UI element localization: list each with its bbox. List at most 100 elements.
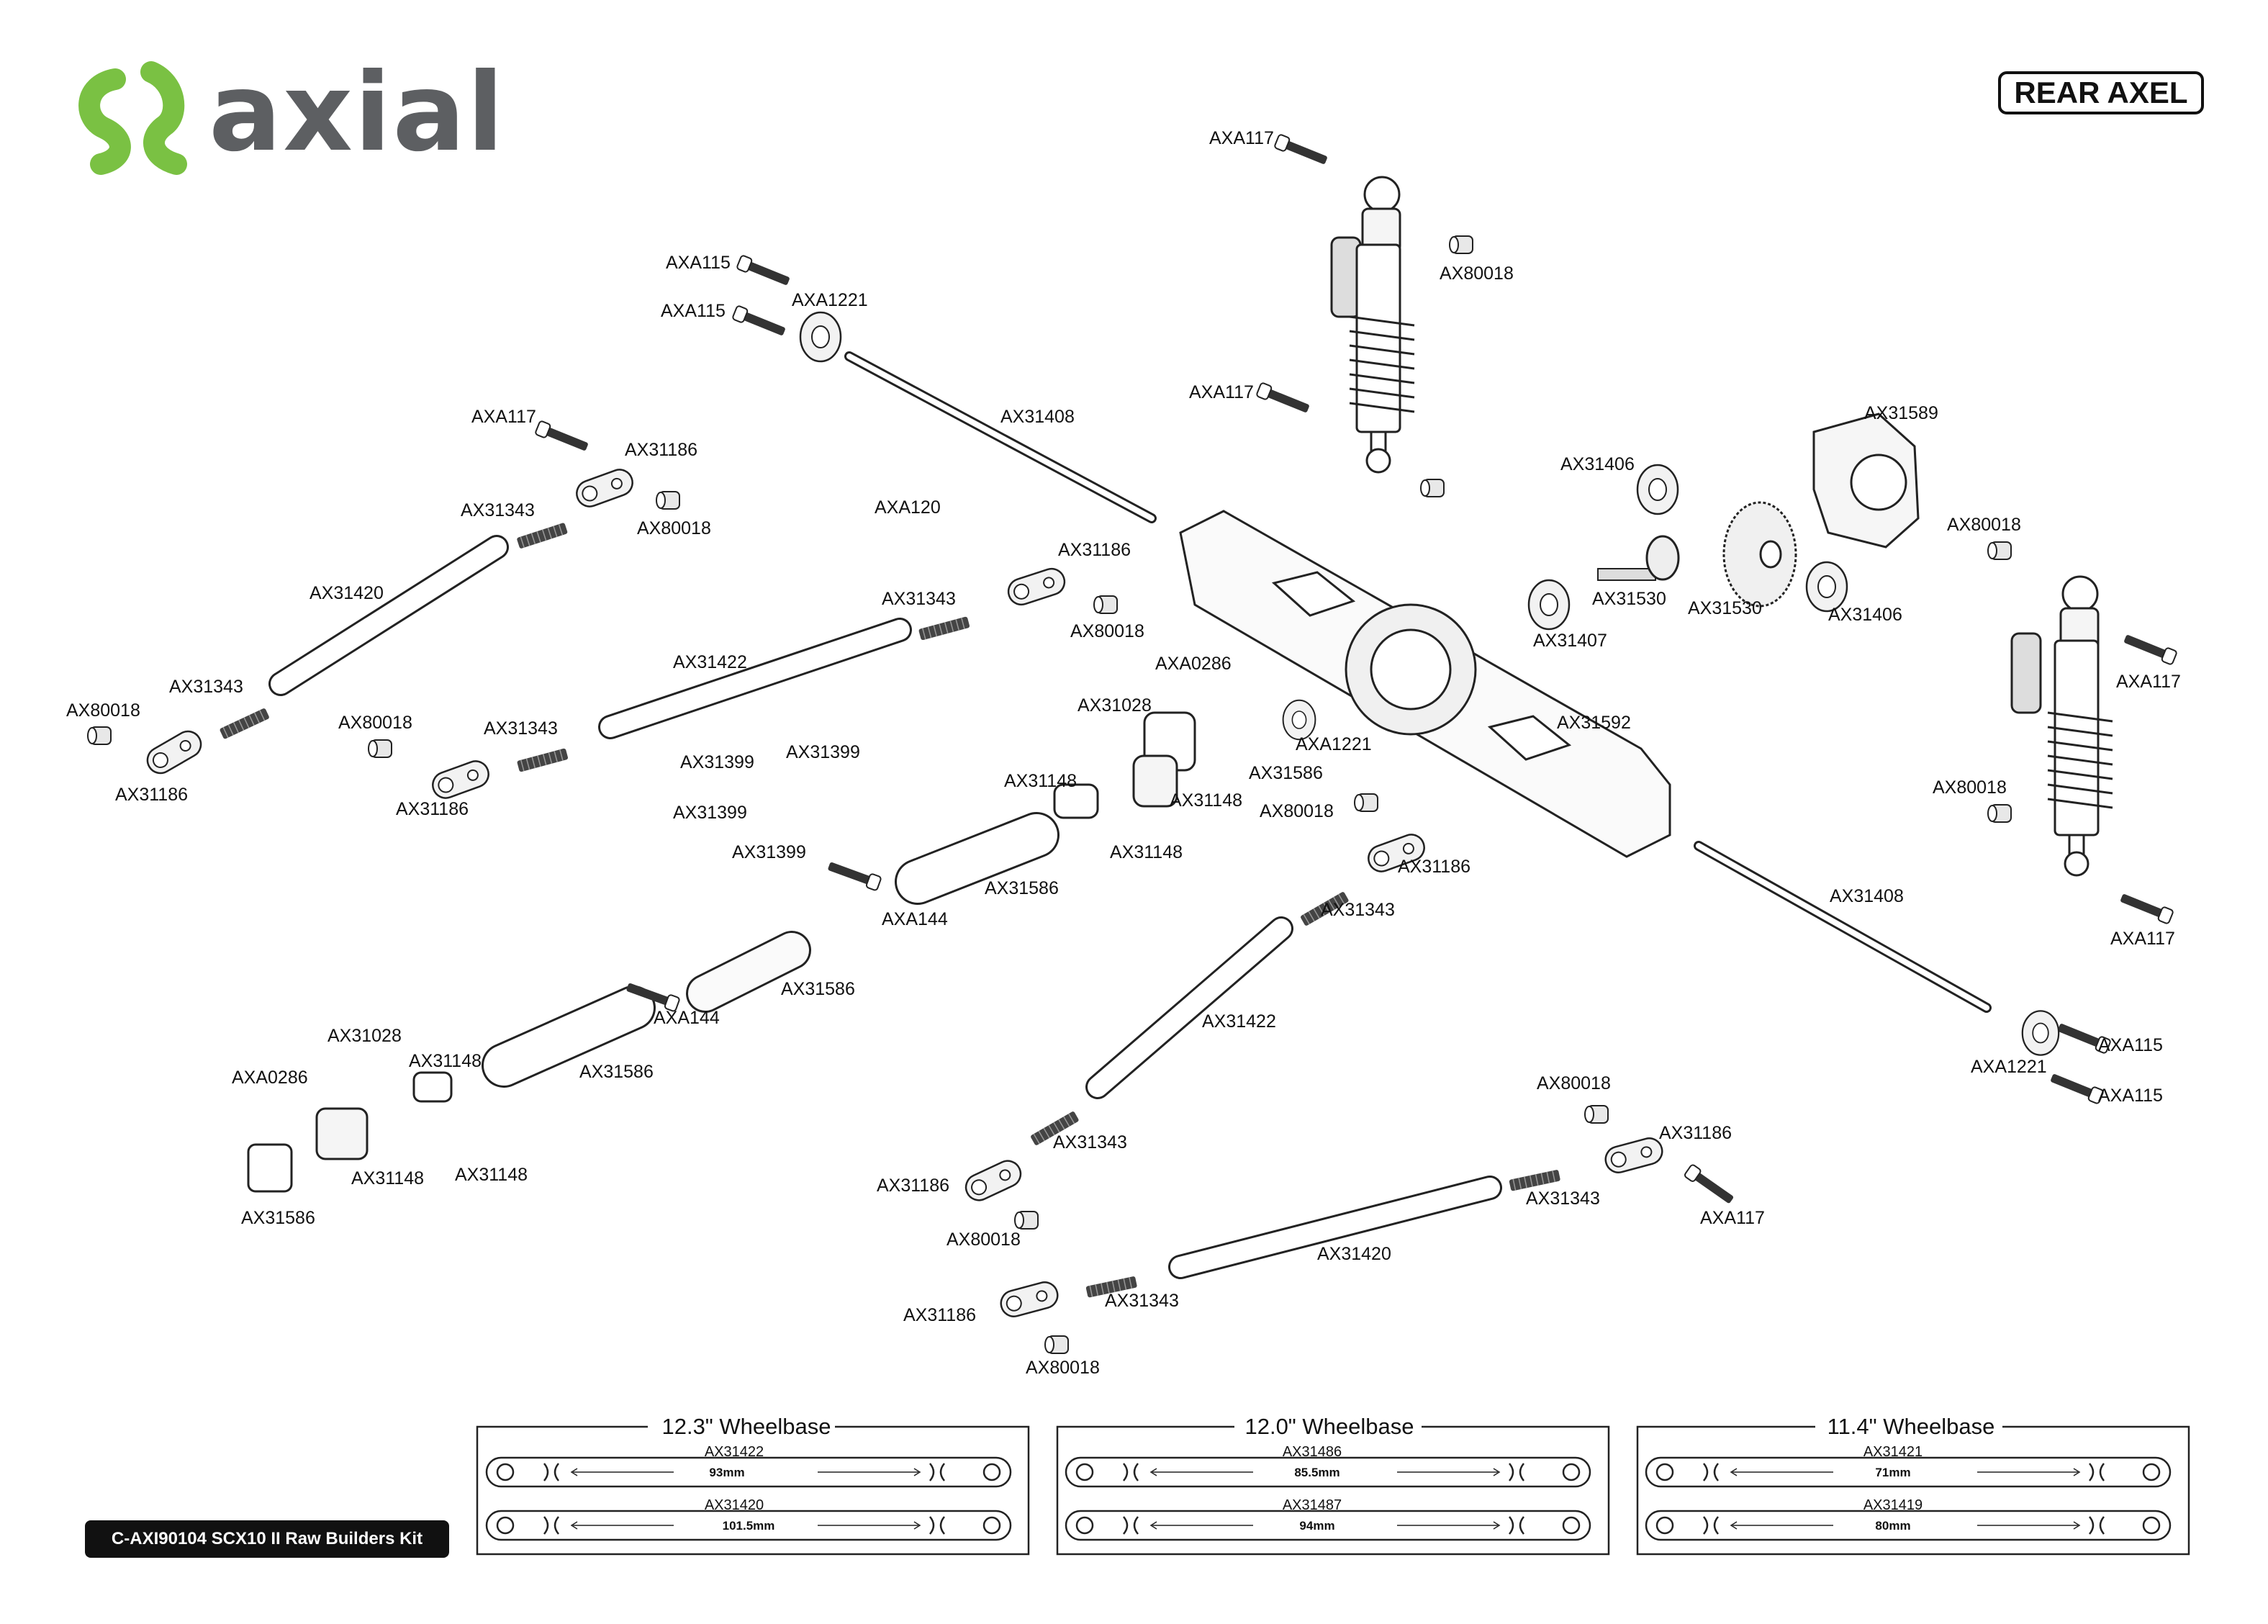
part-label: AX31407 bbox=[1533, 631, 1607, 651]
part-label: AX31343 bbox=[1105, 1291, 1179, 1311]
link-length: 85.5mm bbox=[1294, 1466, 1339, 1479]
link-length: 80mm bbox=[1875, 1519, 1910, 1533]
part-label: AX31399 bbox=[673, 803, 747, 823]
part-label: AX31343 bbox=[1526, 1188, 1600, 1209]
wheelbase-title: 12.0" Wheelbase bbox=[1244, 1414, 1414, 1439]
part-label: AX80018 bbox=[637, 518, 711, 538]
part-label: AX80018 bbox=[1440, 263, 1514, 284]
part-label: AX31406 bbox=[1828, 605, 1902, 625]
kit-label-badge: C-AXI90104 SCX10 II Raw Builders Kit bbox=[85, 1520, 449, 1558]
part-label: AX31186 bbox=[625, 440, 697, 460]
part-label: AX31343 bbox=[461, 500, 535, 520]
part-label: AX31586 bbox=[241, 1208, 315, 1228]
link-ax31422-middle bbox=[598, 618, 912, 739]
diff-cover bbox=[1812, 412, 1920, 549]
part-label: AX31422 bbox=[673, 652, 747, 672]
part-label: AXA1221 bbox=[1971, 1057, 2047, 1077]
part-label: AXA117 bbox=[1209, 128, 1274, 148]
wheelbase-title: 12.3" Wheelbase bbox=[661, 1414, 831, 1439]
part-label: AX31343 bbox=[882, 589, 956, 609]
part-label: AX31343 bbox=[169, 677, 243, 697]
part-label: AX31343 bbox=[484, 718, 558, 739]
part-label: AX31399 bbox=[680, 752, 754, 772]
part-label: AXA115 bbox=[666, 253, 731, 273]
part-label: AX80018 bbox=[946, 1230, 1021, 1250]
wheelbase-title: 11.4" Wheelbase bbox=[1827, 1414, 1995, 1439]
page-title: REAR AXEL bbox=[1998, 71, 2204, 114]
link-length: 94mm bbox=[1299, 1519, 1334, 1533]
part-label: AX31343 bbox=[1321, 900, 1395, 920]
shock-absorber-upper bbox=[1330, 176, 1415, 474]
part-label: AX31148 bbox=[351, 1168, 424, 1188]
part-label: AXA144 bbox=[882, 909, 948, 929]
part-label: AXA117 bbox=[1189, 382, 1254, 402]
part-label: AX80018 bbox=[1947, 515, 2021, 535]
part-label: AX31186 bbox=[903, 1305, 976, 1325]
part-label: AXA115 bbox=[2098, 1086, 2163, 1106]
part-label: AX31420 bbox=[1317, 1244, 1391, 1264]
part-label: AXA117 bbox=[471, 407, 536, 427]
part-label: AX80018 bbox=[1026, 1358, 1100, 1378]
part-label: AXA117 bbox=[2110, 929, 2175, 949]
part-label: AX31399 bbox=[786, 742, 860, 762]
part-label: AX31586 bbox=[781, 979, 855, 999]
link-ax31420-lower bbox=[1168, 1176, 1502, 1279]
part-label: AX31186 bbox=[877, 1176, 949, 1196]
part-labels: AXA117 AX80018 AXA115 AXA115 AXA1221 AXA… bbox=[66, 128, 2181, 1378]
link-part-number: AX31487 bbox=[1283, 1497, 1342, 1513]
part-label: AXA117 bbox=[2116, 672, 2181, 692]
part-label: AXA0286 bbox=[232, 1068, 308, 1088]
part-label: AX31148 bbox=[1170, 790, 1242, 811]
link-length: 101.5mm bbox=[723, 1519, 775, 1533]
part-label: AX31186 bbox=[1659, 1123, 1732, 1143]
part-label: AX31399 bbox=[732, 842, 806, 862]
pinion-gear bbox=[1597, 535, 1680, 581]
part-label: AX31420 bbox=[310, 583, 384, 603]
part-label: AX31408 bbox=[1830, 886, 1904, 906]
part-label: AX80018 bbox=[1933, 777, 2007, 798]
part-label: AXA115 bbox=[661, 301, 726, 321]
driveshaft-assembly bbox=[247, 711, 1196, 1193]
part-label: AX31186 bbox=[115, 785, 188, 805]
part-label: AXA1221 bbox=[792, 290, 868, 310]
part-label: AX31530 bbox=[1592, 589, 1666, 609]
link-ax31422-lower bbox=[1085, 916, 1293, 1099]
part-label: AX80018 bbox=[1537, 1073, 1611, 1093]
part-label: AX31586 bbox=[1249, 763, 1323, 783]
link-length: 93mm bbox=[709, 1466, 744, 1479]
part-label: AXA144 bbox=[654, 1008, 720, 1028]
axle-shaft-right bbox=[1694, 841, 1992, 1013]
shock-absorber-right bbox=[2010, 575, 2113, 877]
part-label: AX31148 bbox=[455, 1165, 528, 1185]
link-part-number: AX31420 bbox=[705, 1497, 764, 1513]
part-label: AX31408 bbox=[1000, 407, 1075, 427]
part-label: AX31028 bbox=[327, 1026, 402, 1046]
axial-logo: axial bbox=[78, 50, 505, 176]
link-part-number: AX31486 bbox=[1283, 1444, 1342, 1460]
link-part-number: AX31421 bbox=[1863, 1444, 1923, 1460]
part-label: AX31589 bbox=[1864, 403, 1938, 423]
part-label: AX31148 bbox=[1110, 842, 1183, 862]
wheelbase-panel-120: 12.0" Wheelbase AX31486 85.5mm AX31487 9… bbox=[1056, 1412, 1610, 1556]
part-label: AX80018 bbox=[1070, 621, 1144, 641]
axle-housing bbox=[1179, 510, 1671, 858]
part-label: AXA120 bbox=[875, 497, 941, 518]
part-label: AX31343 bbox=[1053, 1132, 1127, 1152]
wheelbase-panel-123: 12.3" Wheelbase AX31422 93mm AX31420 101… bbox=[476, 1412, 1030, 1556]
part-label: AXA0286 bbox=[1155, 654, 1232, 674]
part-label: AX31406 bbox=[1560, 454, 1635, 474]
part-label: AX80018 bbox=[338, 713, 412, 733]
link-length: 71mm bbox=[1875, 1466, 1910, 1479]
part-label: AX31148 bbox=[1004, 771, 1077, 791]
link-part-number: AX31422 bbox=[705, 1444, 764, 1460]
axial-wordmark: axial bbox=[209, 50, 505, 176]
part-label: AX31028 bbox=[1077, 695, 1152, 716]
part-label: AX31586 bbox=[985, 878, 1059, 898]
ring-gear bbox=[1722, 501, 1797, 608]
part-label: AX31186 bbox=[396, 799, 469, 819]
part-label: AX31186 bbox=[1398, 857, 1470, 877]
wheelbase-panel-114: 11.4" Wheelbase AX31421 71mm AX31419 80m… bbox=[1636, 1412, 2190, 1556]
link-part-number: AX31419 bbox=[1863, 1497, 1923, 1513]
